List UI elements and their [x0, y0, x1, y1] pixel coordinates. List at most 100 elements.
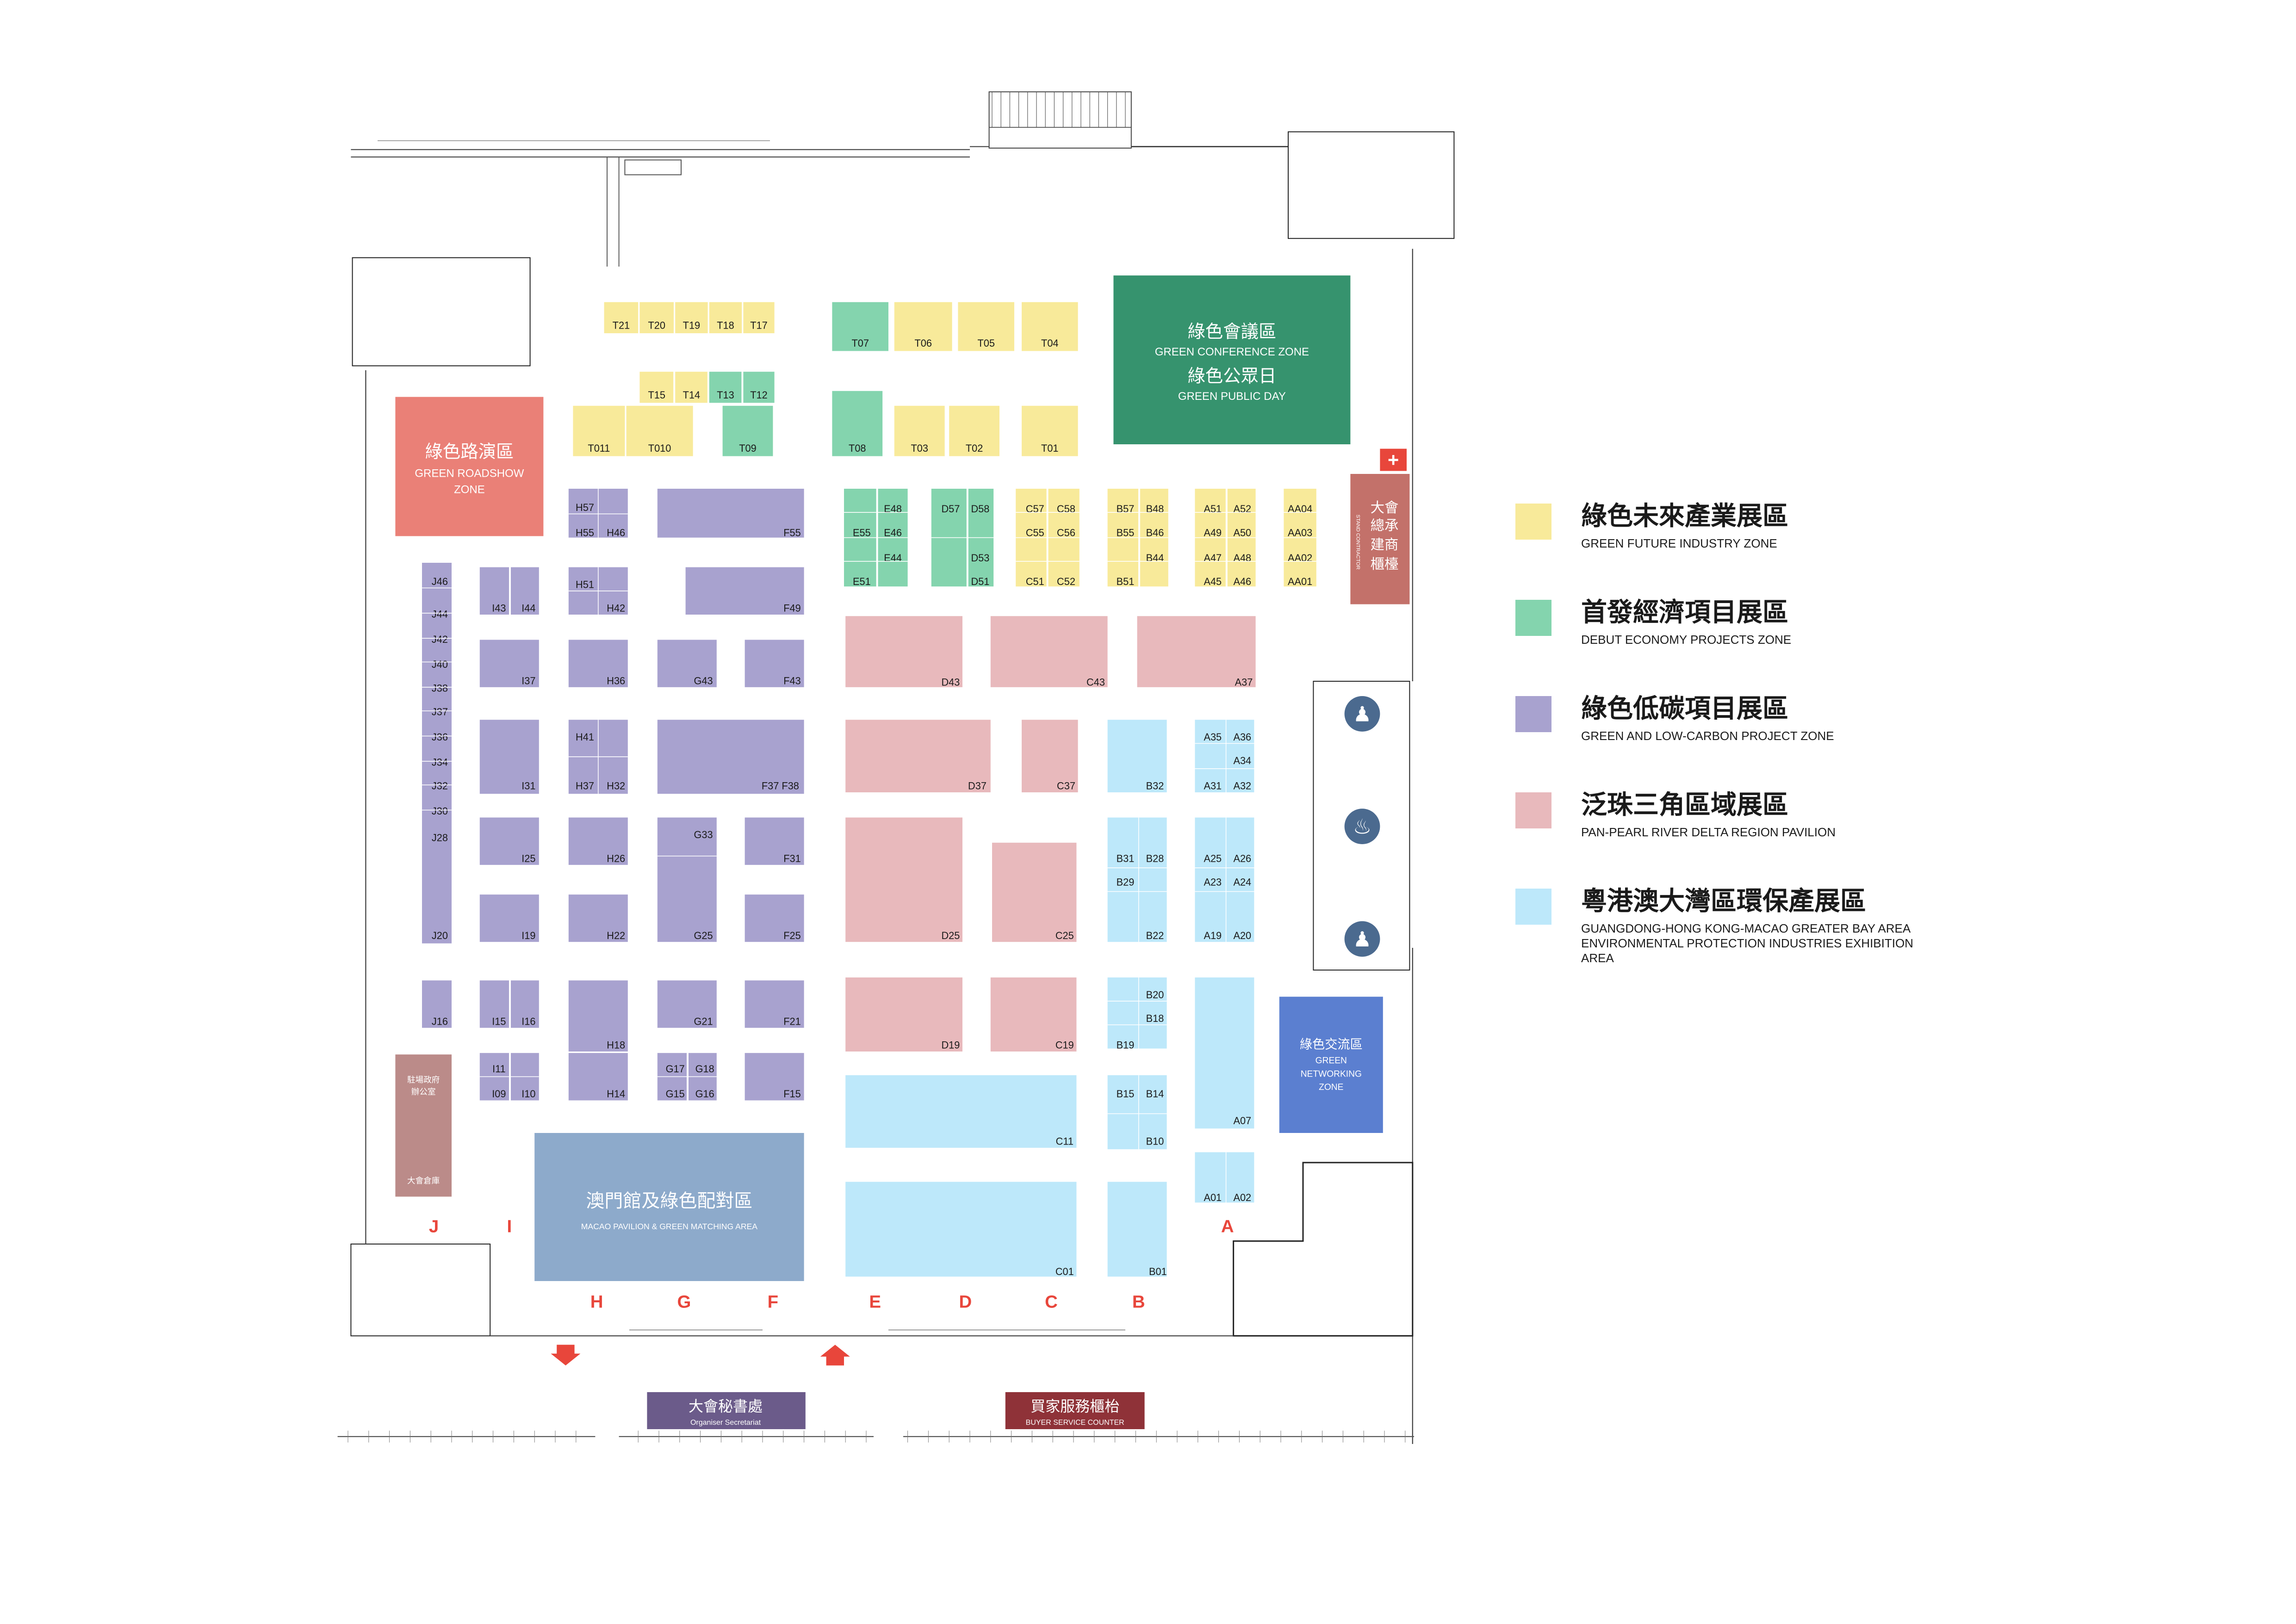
row-letter-e: E: [869, 1292, 881, 1312]
booth-label: T03: [911, 442, 928, 454]
booth-label: A26: [1233, 852, 1251, 864]
booth-label: I19: [521, 930, 535, 941]
booth: [1022, 302, 1078, 351]
booth-label: B46: [1146, 527, 1164, 538]
booth: [422, 980, 452, 1028]
booth: [511, 980, 539, 1028]
booth-label: D19: [941, 1039, 960, 1051]
booth-label: H42: [607, 603, 625, 614]
contractor-label: 總承: [1371, 518, 1399, 534]
booth-label: B10: [1146, 1136, 1164, 1147]
booth-label: A19: [1204, 930, 1222, 941]
public-day-subtitle: GREEN PUBLIC DAY: [1178, 390, 1286, 403]
legend-label-cn: 首發經濟項目展區: [1581, 597, 1788, 627]
booth: [626, 405, 693, 456]
booth: [745, 640, 804, 687]
booth-label: H36: [607, 675, 625, 686]
office-label: 辦公室: [411, 1087, 436, 1096]
booth-label: F21: [783, 1015, 800, 1027]
public-day-title: 綠色公眾日: [1187, 367, 1276, 386]
booth: [657, 640, 717, 687]
booth-label: T02: [966, 442, 983, 454]
booth: [1022, 405, 1078, 456]
booth: [1107, 817, 1167, 942]
booth-label: B57: [1117, 503, 1135, 515]
corner-room: [1233, 1162, 1414, 1337]
booth-label: F43: [783, 675, 800, 686]
booth-label: T18: [717, 319, 734, 331]
green-networking-zone: [1279, 996, 1383, 1133]
booth-label: J37: [432, 706, 448, 718]
booth-label: F25: [783, 930, 800, 941]
booth-label: H32: [607, 780, 625, 792]
row-letter-j: J: [429, 1216, 439, 1236]
booth-label: AA02: [1288, 552, 1312, 564]
booth-label: F31: [783, 852, 800, 864]
row-letter-c: C: [1045, 1292, 1058, 1312]
booth: [745, 894, 804, 942]
booth-label: T08: [849, 442, 866, 454]
booth-label: D53: [971, 552, 989, 564]
booth: [568, 894, 628, 942]
first-aid-icon: [1380, 448, 1407, 471]
booth-label: A32: [1233, 780, 1251, 792]
legend-label-en: GREEN FUTURE INDUSTRY ZONE: [1581, 536, 1777, 550]
booth-label: I44: [521, 603, 535, 614]
legend-item-green: 首發經濟項目展區 DEBUT ECONOMY PROJECTS ZONE: [1515, 591, 2117, 688]
booth-label: H14: [607, 1088, 625, 1100]
row-letter-d: D: [959, 1292, 972, 1312]
booth-label: E55: [853, 527, 871, 538]
booth: [1022, 720, 1078, 792]
buyer-service-counter: [1005, 1392, 1145, 1429]
booth-label: J28: [432, 832, 448, 844]
booth-label: G33: [694, 829, 713, 840]
booth-label: A01: [1204, 1192, 1222, 1203]
booth-label: C52: [1057, 576, 1075, 587]
booth: [568, 817, 628, 865]
booth: [992, 842, 1077, 942]
booth-label: A34: [1233, 755, 1251, 766]
booth-label: B51: [1117, 576, 1135, 587]
booth: [743, 372, 775, 403]
roadshow-subtitle: ZONE: [454, 484, 485, 496]
booth-label: T06: [914, 337, 931, 349]
buyer-subtitle: BUYER SERVICE COUNTER: [1026, 1419, 1124, 1426]
booth-label: C01: [1055, 1266, 1074, 1277]
person-icon: [1344, 696, 1380, 732]
booth: [568, 1053, 628, 1101]
booth-label: C56: [1057, 527, 1075, 538]
booth-label: I10: [521, 1088, 535, 1100]
booth: [722, 405, 773, 456]
booth: [958, 302, 1014, 351]
booth-label: B22: [1146, 930, 1164, 941]
booth: [479, 894, 539, 942]
booth: [1195, 1152, 1254, 1203]
legend-swatch: [1515, 889, 1551, 925]
booth-label: G43: [694, 675, 713, 686]
legend-item-pink: 泛珠三角區域展區 PAN-PEARL RIVER DELTA REGION PA…: [1515, 784, 2117, 880]
booth: [990, 616, 1108, 687]
office-label: 駐場政府: [407, 1075, 440, 1084]
booth-label: T17: [750, 319, 767, 331]
storeroom-label: 大會倉庫: [407, 1176, 440, 1185]
booth: [573, 405, 625, 456]
booth-label: F55: [783, 527, 800, 538]
booth-label: C19: [1055, 1039, 1074, 1051]
secretariat-subtitle: Organiser Secretariat: [690, 1419, 761, 1426]
booth-label: F15: [783, 1088, 800, 1100]
booth-label: I31: [521, 780, 535, 792]
conference-title: 綠色會議區: [1187, 322, 1276, 342]
booth-label: B44: [1146, 552, 1164, 564]
booth-label: I11: [492, 1063, 506, 1075]
booth-label: T07: [851, 337, 869, 349]
legend-swatch: [1515, 600, 1551, 636]
booth: [675, 302, 708, 333]
legend: 綠色未來產業展區 GREEN FUTURE INDUSTRY ZONE 首發經濟…: [1515, 495, 2117, 977]
booth-label: I25: [521, 852, 535, 864]
booth-label: G16: [695, 1088, 714, 1100]
booth-label: B28: [1146, 852, 1164, 864]
macao-pavilion-zone: [534, 1133, 804, 1281]
networking-subtitle: ZONE: [1319, 1083, 1343, 1092]
booth: [845, 720, 991, 792]
